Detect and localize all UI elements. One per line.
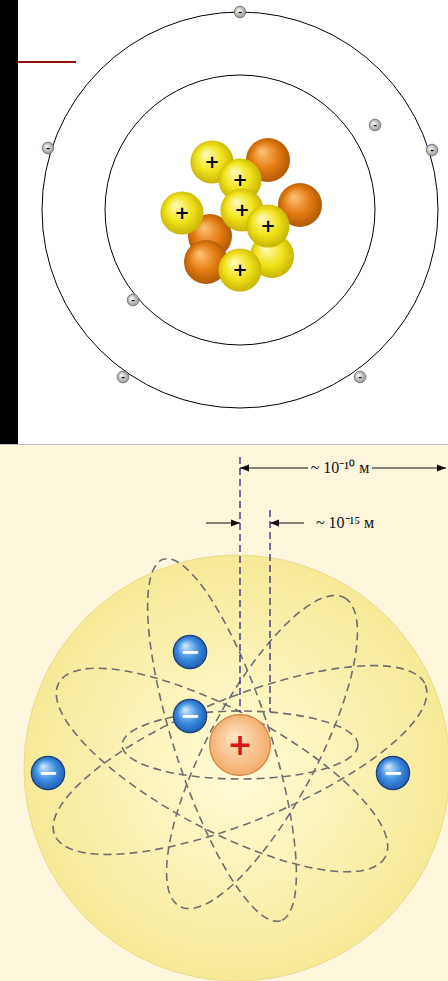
proton-sphere: + — [218, 248, 262, 292]
slide-ground — [0, 0, 448, 444]
proton-sphere-shape — [246, 204, 289, 247]
electron-circle-shape — [173, 699, 206, 732]
electron-ball-shape — [369, 119, 381, 131]
charge-sign: - — [46, 144, 50, 153]
dimension-label: ~ 10⁻¹⁰ м — [308, 458, 373, 477]
outer-orbit — [42, 12, 438, 408]
electron-circle-shape — [173, 635, 206, 668]
nucleus-circle-shape — [210, 715, 271, 776]
electron-ball-shape — [117, 371, 129, 383]
charge-sign: - — [121, 373, 125, 382]
inner-orbit — [105, 75, 375, 345]
accent-line — [18, 61, 76, 63]
charge-sign: + — [174, 204, 189, 222]
electron-circle-shape — [31, 756, 64, 789]
charge-sign: + — [234, 201, 249, 219]
charge-sign: − — [38, 761, 58, 785]
charge-sign: - — [430, 146, 434, 155]
dimension-guides — [240, 457, 270, 712]
charge-sign: − — [383, 761, 403, 785]
electron-circle: − — [31, 756, 65, 790]
proton-sphere: + — [160, 191, 204, 235]
charge-sign: − — [180, 704, 200, 728]
nucleus-circle: + — [209, 714, 271, 776]
charge-sign: + — [204, 153, 219, 171]
charge-sign: - — [358, 373, 362, 382]
dimension-arrow — [206, 523, 240, 524]
charge-sign: + — [260, 217, 275, 235]
orbit-ellipse — [30, 630, 413, 910]
electron-circle: − — [376, 756, 410, 790]
guide-line — [239, 457, 240, 712]
proton-sphere: + — [246, 204, 290, 248]
guide-line — [269, 510, 270, 712]
electron-circle-shape — [376, 756, 409, 789]
orbit-group — [30, 544, 448, 935]
electron-ball-shape — [42, 142, 54, 154]
electron-ball-shape — [234, 6, 246, 18]
electron-ball: - — [117, 371, 129, 383]
charge-sign: + — [232, 261, 247, 279]
charge-sign: − — [180, 640, 200, 664]
charge-sign: - — [238, 8, 242, 17]
charge-sign: + — [232, 171, 247, 189]
electron-circle: − — [173, 699, 207, 733]
orbit-ellipse — [118, 544, 327, 935]
electron-ball: - — [127, 294, 139, 306]
slide-side-bar — [0, 0, 18, 444]
electron-ball: - — [354, 371, 366, 383]
electron-ball-shape — [354, 371, 366, 383]
electron-ball: - — [369, 119, 381, 131]
atom-sphere — [24, 555, 448, 981]
proton-sphere-shape — [160, 191, 203, 234]
charge-sign: - — [131, 296, 135, 305]
electron-ball: - — [426, 144, 438, 156]
electron-ball: - — [234, 6, 246, 18]
panel-border — [0, 444, 448, 445]
orbit-ellipse — [122, 711, 358, 779]
electron-ball-shape — [426, 144, 438, 156]
charge-sign: + — [227, 730, 252, 760]
charge-sign: - — [373, 121, 377, 130]
electron-circle: − — [173, 635, 207, 669]
dimension-label: ~ 10⁻¹⁵ м — [313, 513, 377, 532]
proton-sphere-shape — [218, 248, 261, 291]
dimension-arrow — [270, 523, 304, 524]
electron-ball: - — [42, 142, 54, 154]
orbit-ellipse — [131, 572, 392, 933]
electron-ball-shape — [127, 294, 139, 306]
